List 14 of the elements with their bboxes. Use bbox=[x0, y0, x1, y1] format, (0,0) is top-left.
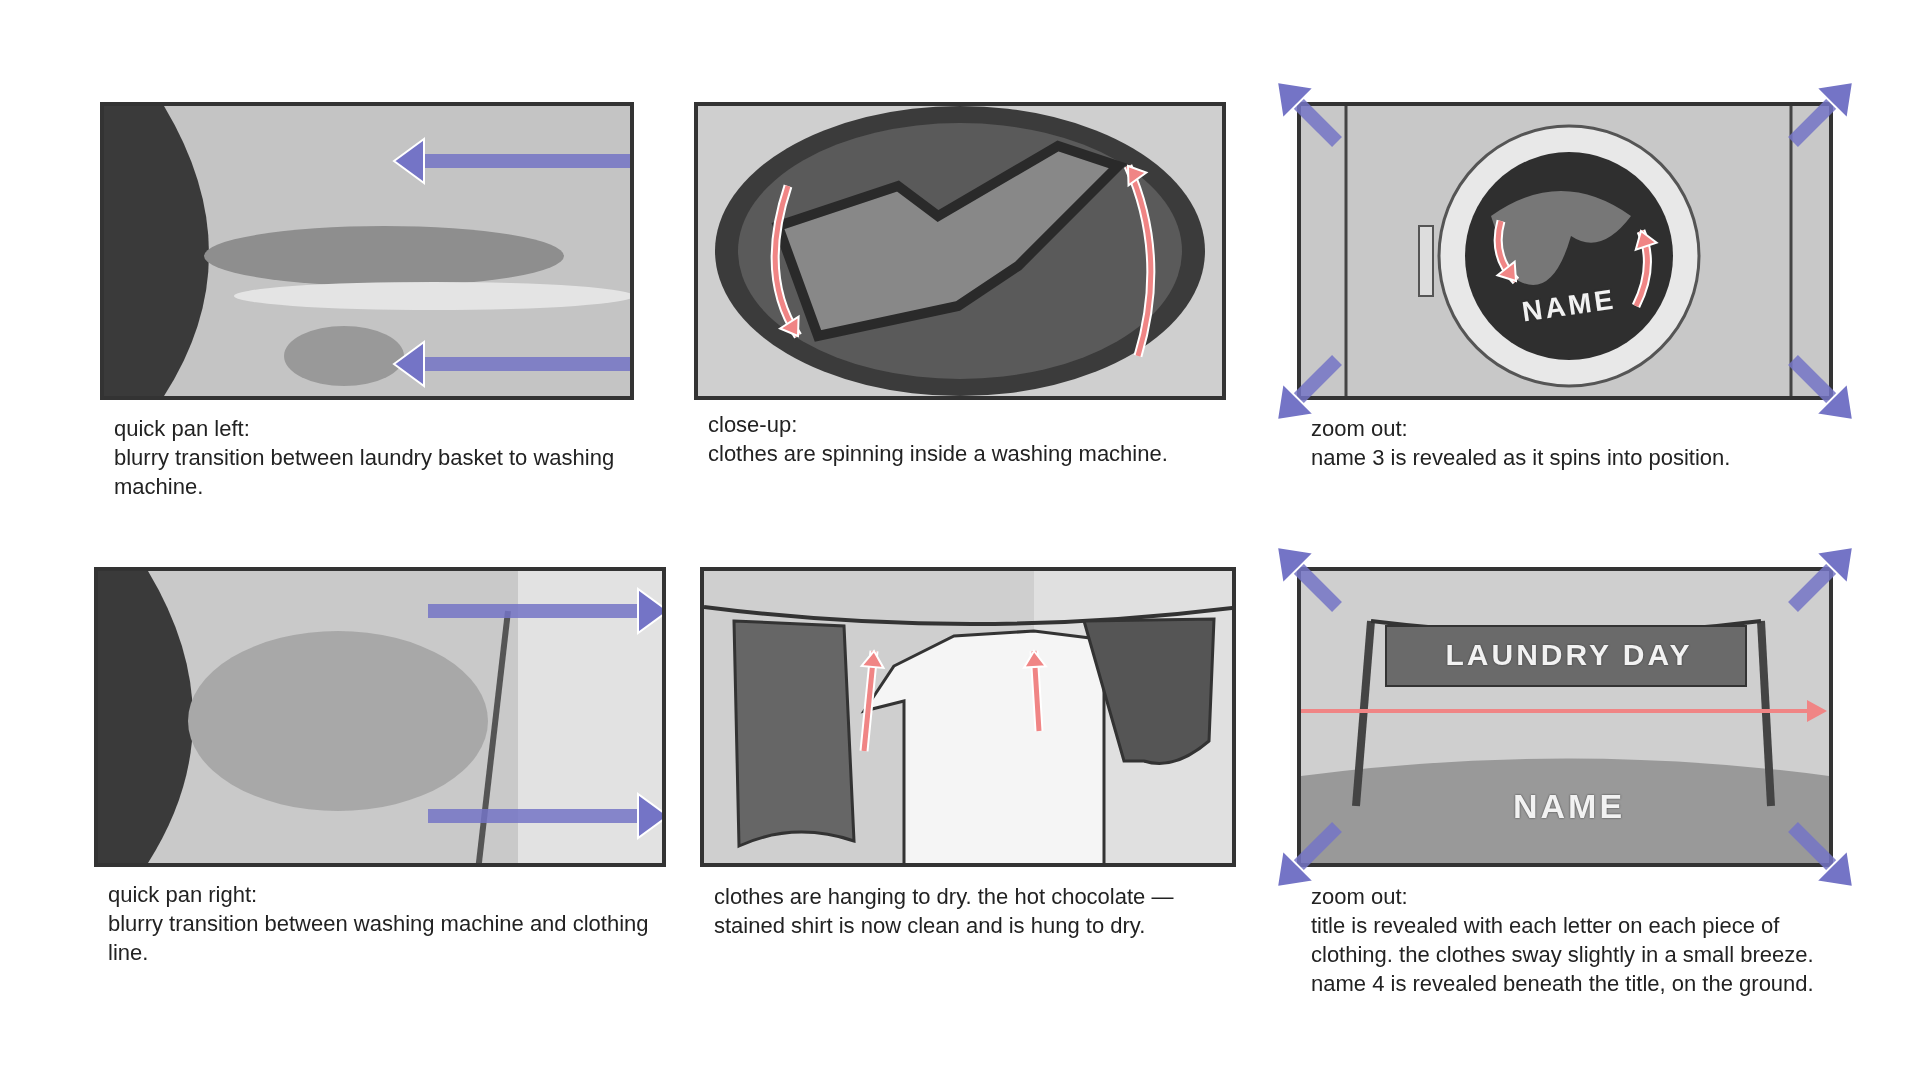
caption-text: clothes are spinning inside a washing machine. bbox=[708, 440, 1169, 468]
name-lettering: NAME bbox=[1520, 283, 1618, 329]
name-lettering: NAME bbox=[1512, 786, 1626, 826]
caption-text: name 3 is revealed as it spins into position. bbox=[1311, 444, 1732, 472]
caption-text: blurry transition between washing machine and clothing line. bbox=[108, 910, 650, 967]
caption-heading: zoom out: bbox=[1311, 415, 1409, 443]
caption-text: blurry transition between laundry basket to washing machine. bbox=[114, 444, 616, 501]
caption-heading: zoom out: bbox=[1311, 883, 1409, 911]
caption-heading: close-up: bbox=[708, 411, 799, 439]
title-lettering: LAUNDRY DAY bbox=[1445, 638, 1693, 672]
caption-text: clothes are hanging to dry. the hot chocolate —stained shirt is now clean and is hung to dry. bbox=[714, 883, 1175, 940]
caption-text: title is revealed with each letter on each piece of clothing. the clothes sway slightly in a small breeze. name 4 is revealed beneath the title, on the ground. bbox=[1311, 912, 1815, 998]
caption-heading: quick pan left: bbox=[114, 415, 251, 443]
caption-heading: quick pan right: bbox=[108, 881, 259, 909]
